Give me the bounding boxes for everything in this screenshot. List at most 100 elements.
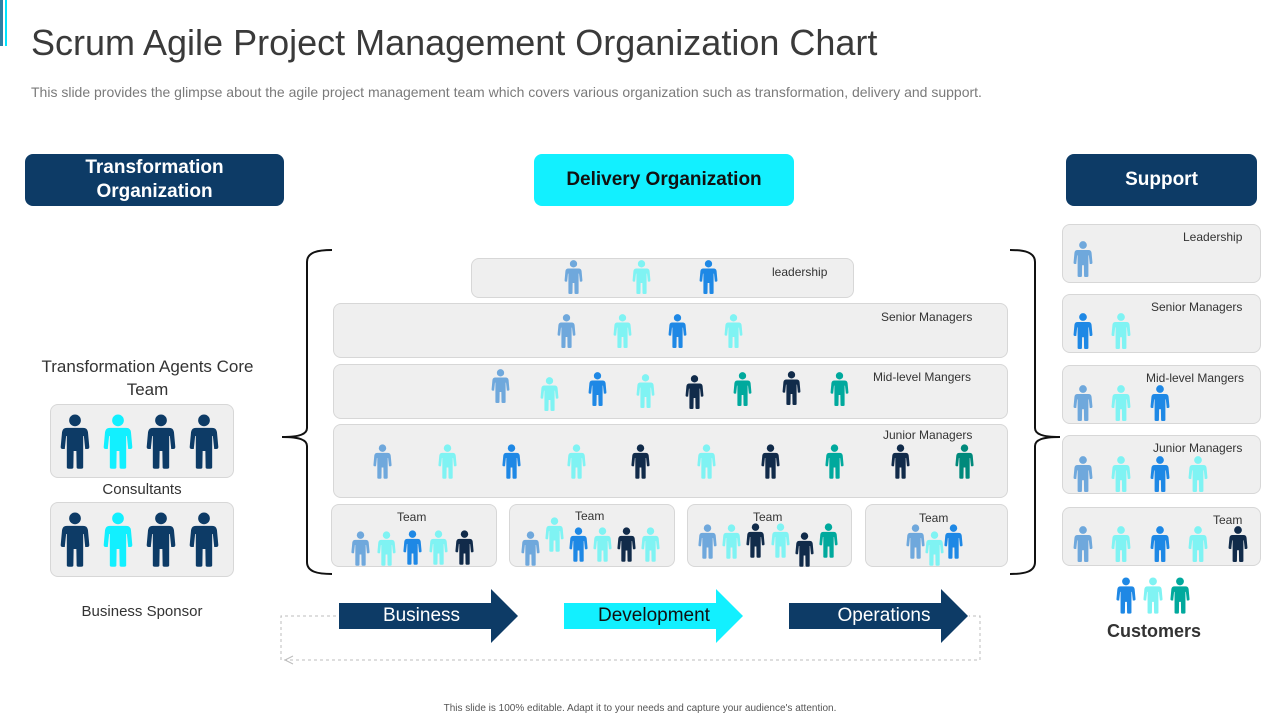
person-icon <box>377 531 396 566</box>
person-icon <box>103 512 133 567</box>
accent-bar <box>0 0 3 46</box>
person-icon <box>103 414 133 469</box>
page-subtitle: This slide provides the glimpse about th… <box>31 84 982 100</box>
person-icon <box>373 444 392 479</box>
person-icon <box>60 414 90 469</box>
person-icon <box>771 523 790 558</box>
person-icon <box>564 260 583 294</box>
person-icon <box>455 530 474 565</box>
person-icon <box>1111 526 1131 562</box>
person-icon <box>429 530 448 565</box>
operations-arrow <box>789 589 968 643</box>
person-icon <box>403 530 422 565</box>
person-icon <box>955 444 974 479</box>
delivery-leadership-label: leadership <box>772 265 828 279</box>
person-icon <box>698 524 717 559</box>
loop-arrowhead <box>283 655 294 665</box>
person-icon <box>545 517 564 552</box>
support-leadership-label: Leadership <box>1183 230 1243 244</box>
person-icon <box>1073 241 1093 277</box>
person-icon <box>722 524 741 559</box>
person-icon <box>944 524 963 559</box>
person-icon <box>1170 577 1190 614</box>
left-bracket <box>281 249 333 575</box>
support-header: Support <box>1066 154 1257 206</box>
person-icon <box>521 531 540 566</box>
person-icon <box>1073 385 1093 421</box>
support-mid-label: Mid-level Mangers <box>1146 371 1245 385</box>
person-icon <box>1111 456 1131 492</box>
person-icon <box>593 527 612 562</box>
person-icon <box>60 512 90 567</box>
business-arrow-label: Business <box>382 605 461 626</box>
person-icon <box>819 523 838 558</box>
operations-arrow-label: Operations <box>837 605 931 626</box>
person-icon <box>1188 526 1208 562</box>
person-icon <box>925 531 944 566</box>
person-icon <box>830 372 849 406</box>
person-icon <box>1073 526 1093 562</box>
development-arrow-label: Development <box>598 605 710 626</box>
person-icon <box>906 524 925 559</box>
delivery-organization-label: Delivery Organization <box>566 169 762 190</box>
person-icon <box>1073 313 1093 349</box>
person-icon <box>761 444 780 479</box>
person-icon <box>1228 526 1248 562</box>
person-icon <box>1111 313 1131 349</box>
delivery-junior-label: Junior Managers <box>883 428 973 442</box>
person-icon <box>540 377 559 411</box>
right-bracket <box>1009 249 1061 575</box>
person-icon <box>825 444 844 479</box>
support-team-label: Team <box>1213 513 1243 527</box>
person-icon <box>668 314 687 348</box>
business-sponsor-label: Business Sponsor <box>81 603 203 620</box>
person-icon <box>733 372 752 406</box>
person-icon <box>636 374 655 408</box>
person-icon <box>351 531 370 566</box>
transformation-organization-header: Transformation Organization <box>25 154 284 206</box>
person-icon <box>567 444 586 479</box>
person-icon <box>1188 456 1208 492</box>
person-icon <box>1143 577 1163 614</box>
person-icon <box>782 371 801 405</box>
person-icon <box>685 375 704 409</box>
consultants-label: Consultants <box>102 481 182 498</box>
person-icon <box>189 414 219 469</box>
person-icon <box>1150 526 1170 562</box>
team-label: Team <box>753 510 783 524</box>
customers-label: Customers <box>1106 621 1202 641</box>
person-icon <box>617 527 636 562</box>
team-label: Team <box>919 511 949 525</box>
support-leadership-panel: Leadership <box>1062 224 1261 283</box>
person-icon <box>1073 456 1093 492</box>
support-senior-panel: Senior Managers <box>1062 294 1261 353</box>
support-junior-label: Junior Managers <box>1153 441 1243 455</box>
delivery-mid-panel: Mid-level Mangers <box>333 364 1008 419</box>
footer-note: This slide is 100% editable. Adapt it to… <box>443 703 837 714</box>
core-team-label: Transformation Agents Core Team <box>41 357 254 399</box>
person-icon <box>641 527 660 562</box>
person-icon <box>189 512 219 567</box>
person-icon <box>699 260 718 294</box>
person-icon <box>795 532 814 567</box>
support-senior-label: Senior Managers <box>1151 300 1243 314</box>
page-title: Scrum Agile Project Management Organizat… <box>31 22 878 63</box>
delivery-mid-label: Mid-level Mangers <box>873 370 972 384</box>
person-icon <box>1111 385 1131 421</box>
person-icon <box>502 444 521 479</box>
transformation-organization-label: Transformation Organization <box>85 157 224 202</box>
person-icon <box>631 444 650 479</box>
development-arrow <box>564 589 743 643</box>
person-icon <box>1116 577 1136 614</box>
person-icon <box>146 414 176 469</box>
person-icon <box>569 527 588 562</box>
person-icon <box>613 314 632 348</box>
support-label: Support <box>1125 169 1198 190</box>
person-icon <box>724 314 743 348</box>
delivery-leadership-panel: leadership <box>471 258 854 298</box>
person-icon <box>146 512 176 567</box>
person-icon <box>891 444 910 479</box>
person-icon <box>746 523 765 558</box>
business-arrow <box>339 589 518 643</box>
